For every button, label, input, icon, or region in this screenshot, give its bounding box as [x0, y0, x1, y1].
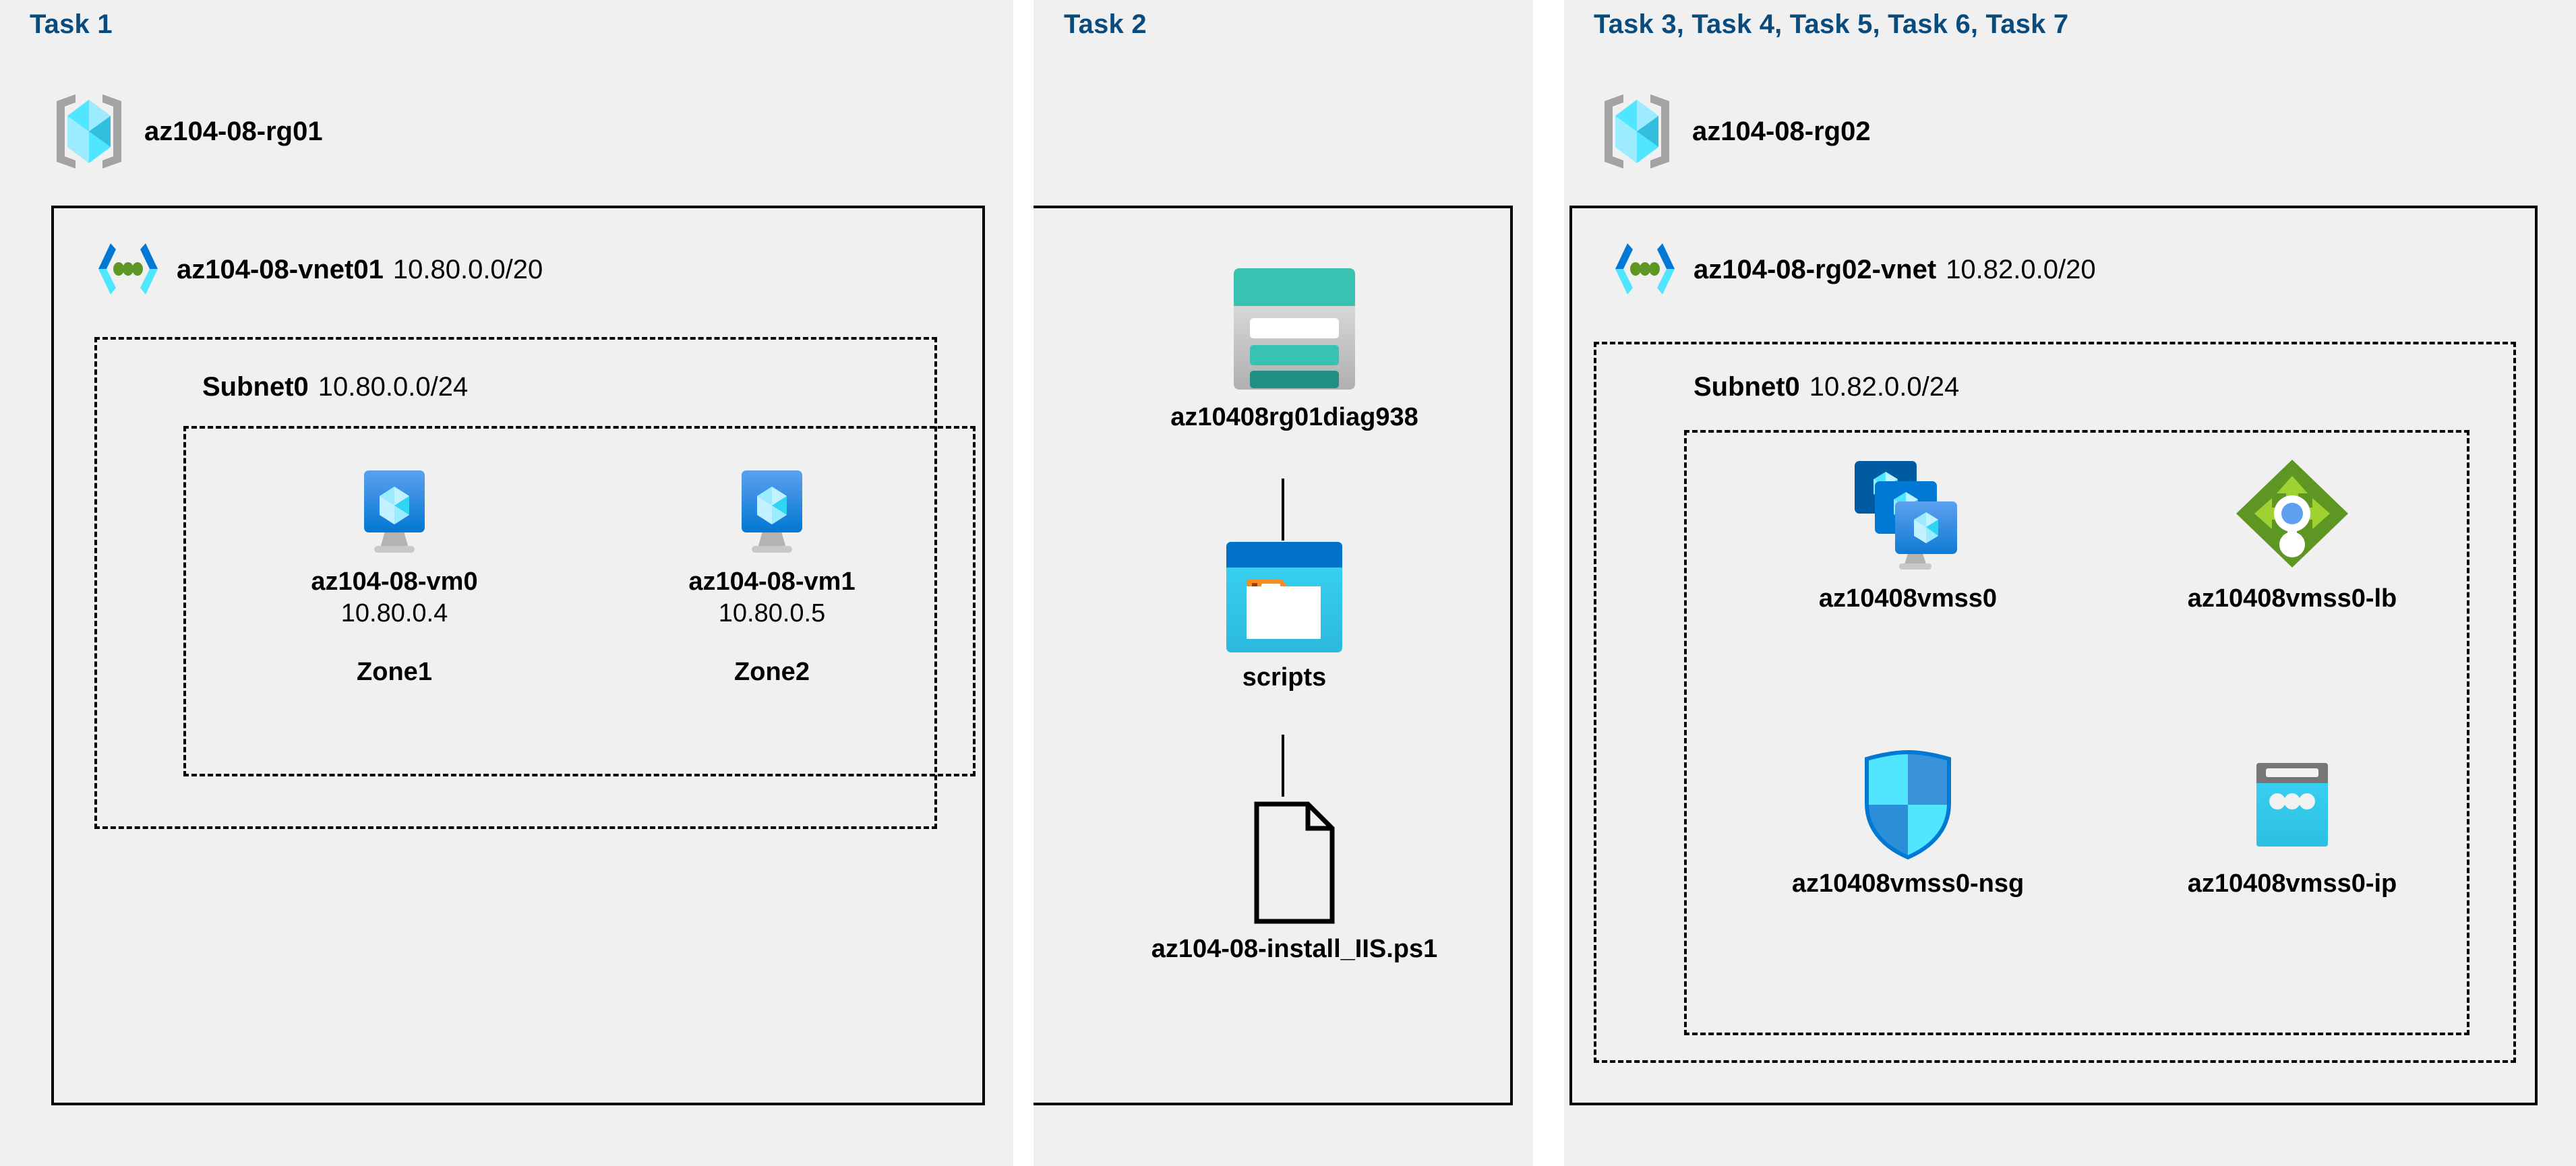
subnet-cidr: 10.82.0.0/24 — [1809, 372, 1960, 402]
resource-group-icon — [49, 88, 129, 175]
task-label-2: Task 2 — [1064, 9, 1147, 39]
load-balancer-label: az10408vmss0-lb — [2187, 584, 2397, 613]
network-security-group-icon — [1857, 748, 1958, 861]
virtual-machine-icon — [721, 458, 822, 559]
subnet-label: Subnet0 — [1694, 372, 1800, 402]
node-scripts: scripts — [1173, 539, 1396, 692]
connector-storage-to-scripts — [1282, 479, 1284, 541]
vnet-cidr: 10.82.0.0/20 — [1946, 254, 2096, 284]
vnet-header-az104-08-rg02-vnet: az104-08-rg02-vnet 10.82.0.0/20 — [1611, 239, 2096, 300]
vnet-cidr: 10.80.0.0/20 — [392, 254, 543, 284]
resource-group-az104-08-rg01: az104-08-rg01 — [49, 88, 323, 175]
resource-group-label: az104-08-rg01 — [144, 116, 323, 146]
virtual-network-icon — [1611, 239, 1679, 300]
subnet-header-task1: Subnet0 10.80.0.0/24 — [202, 372, 468, 402]
vm-scale-set-icon — [1844, 452, 1972, 576]
node-az10408vmss0-ip: az10408vmss0-ip — [2151, 748, 2434, 898]
availability-zones-box — [183, 426, 976, 776]
vnet-label: az104-08-rg02-vnet — [1694, 254, 1937, 284]
vm-ip: 10.80.0.5 — [718, 599, 826, 627]
connector-scripts-to-file — [1282, 735, 1284, 797]
virtual-machine-icon — [344, 458, 445, 559]
subnet-cidr: 10.80.0.0/24 — [318, 372, 469, 402]
public-ip-address-icon — [2242, 748, 2343, 861]
vnet-box-az104-08-vnet01 — [51, 206, 985, 1105]
nsg-label: az10408vmss0-nsg — [1791, 869, 2025, 898]
node-az10408vmss0-nsg: az10408vmss0-nsg — [1766, 748, 2049, 898]
resource-group-az104-08-rg02: az104-08-rg02 — [1596, 88, 1871, 175]
vm-zone: Zone1 — [357, 658, 432, 686]
public-ip-label: az10408vmss0-ip — [2187, 869, 2397, 898]
node-az104-08-vm1: az104-08-vm1 10.80.0.5 Zone2 — [674, 458, 870, 687]
subnet-header-task3: Subnet0 10.82.0.0/24 — [1694, 372, 1959, 402]
vnet-header-az104-08-vnet01: az104-08-vnet01 10.80.0.0/20 — [94, 239, 543, 300]
node-az104-08-install-IIS-ps1: az104-08-install_IIS.ps1 — [1106, 799, 1483, 964]
vnet-box-az104-08-rg02-vnet — [1569, 206, 2538, 1105]
container-label: scripts — [1242, 663, 1327, 692]
storage-account-icon — [1228, 263, 1360, 395]
node-az104-08-vm0: az104-08-vm0 10.80.0.4 Zone1 — [297, 458, 492, 687]
virtual-network-icon — [94, 239, 162, 300]
node-az10408rg01diag938: az10408rg01diag938 — [1126, 263, 1463, 432]
task-label-3: Task 3, Task 4, Task 5, Task 6, Task 7 — [1594, 9, 2069, 39]
node-az10408vmss0: az10408vmss0 — [1766, 452, 2049, 613]
storage-account-label: az10408rg01diag938 — [1170, 403, 1418, 431]
task-label-1: Task 1 — [30, 9, 113, 39]
resource-group-icon — [1596, 88, 1677, 175]
vm-label: az104-08-vm0 — [311, 567, 478, 596]
subnet-label: Subnet0 — [202, 372, 309, 402]
file-icon — [1247, 799, 1342, 927]
node-az10408vmss0-lb: az10408vmss0-lb — [2151, 452, 2434, 613]
subnet-box-task3 — [1594, 342, 2516, 1063]
load-balancer-icon — [2228, 452, 2356, 576]
vnet-label: az104-08-vnet01 — [177, 254, 384, 284]
vm-label: az104-08-vm1 — [688, 567, 856, 596]
subnet-resources-box — [1684, 430, 2469, 1035]
vm-zone: Zone2 — [734, 658, 810, 686]
vmss-label: az10408vmss0 — [1818, 584, 1998, 613]
vm-ip: 10.80.0.4 — [340, 599, 448, 627]
blob-container-icon — [1224, 539, 1345, 655]
subnet-box-task1 — [94, 337, 937, 829]
file-label: az104-08-install_IIS.ps1 — [1151, 935, 1438, 963]
resource-group-label: az104-08-rg02 — [1692, 116, 1871, 146]
